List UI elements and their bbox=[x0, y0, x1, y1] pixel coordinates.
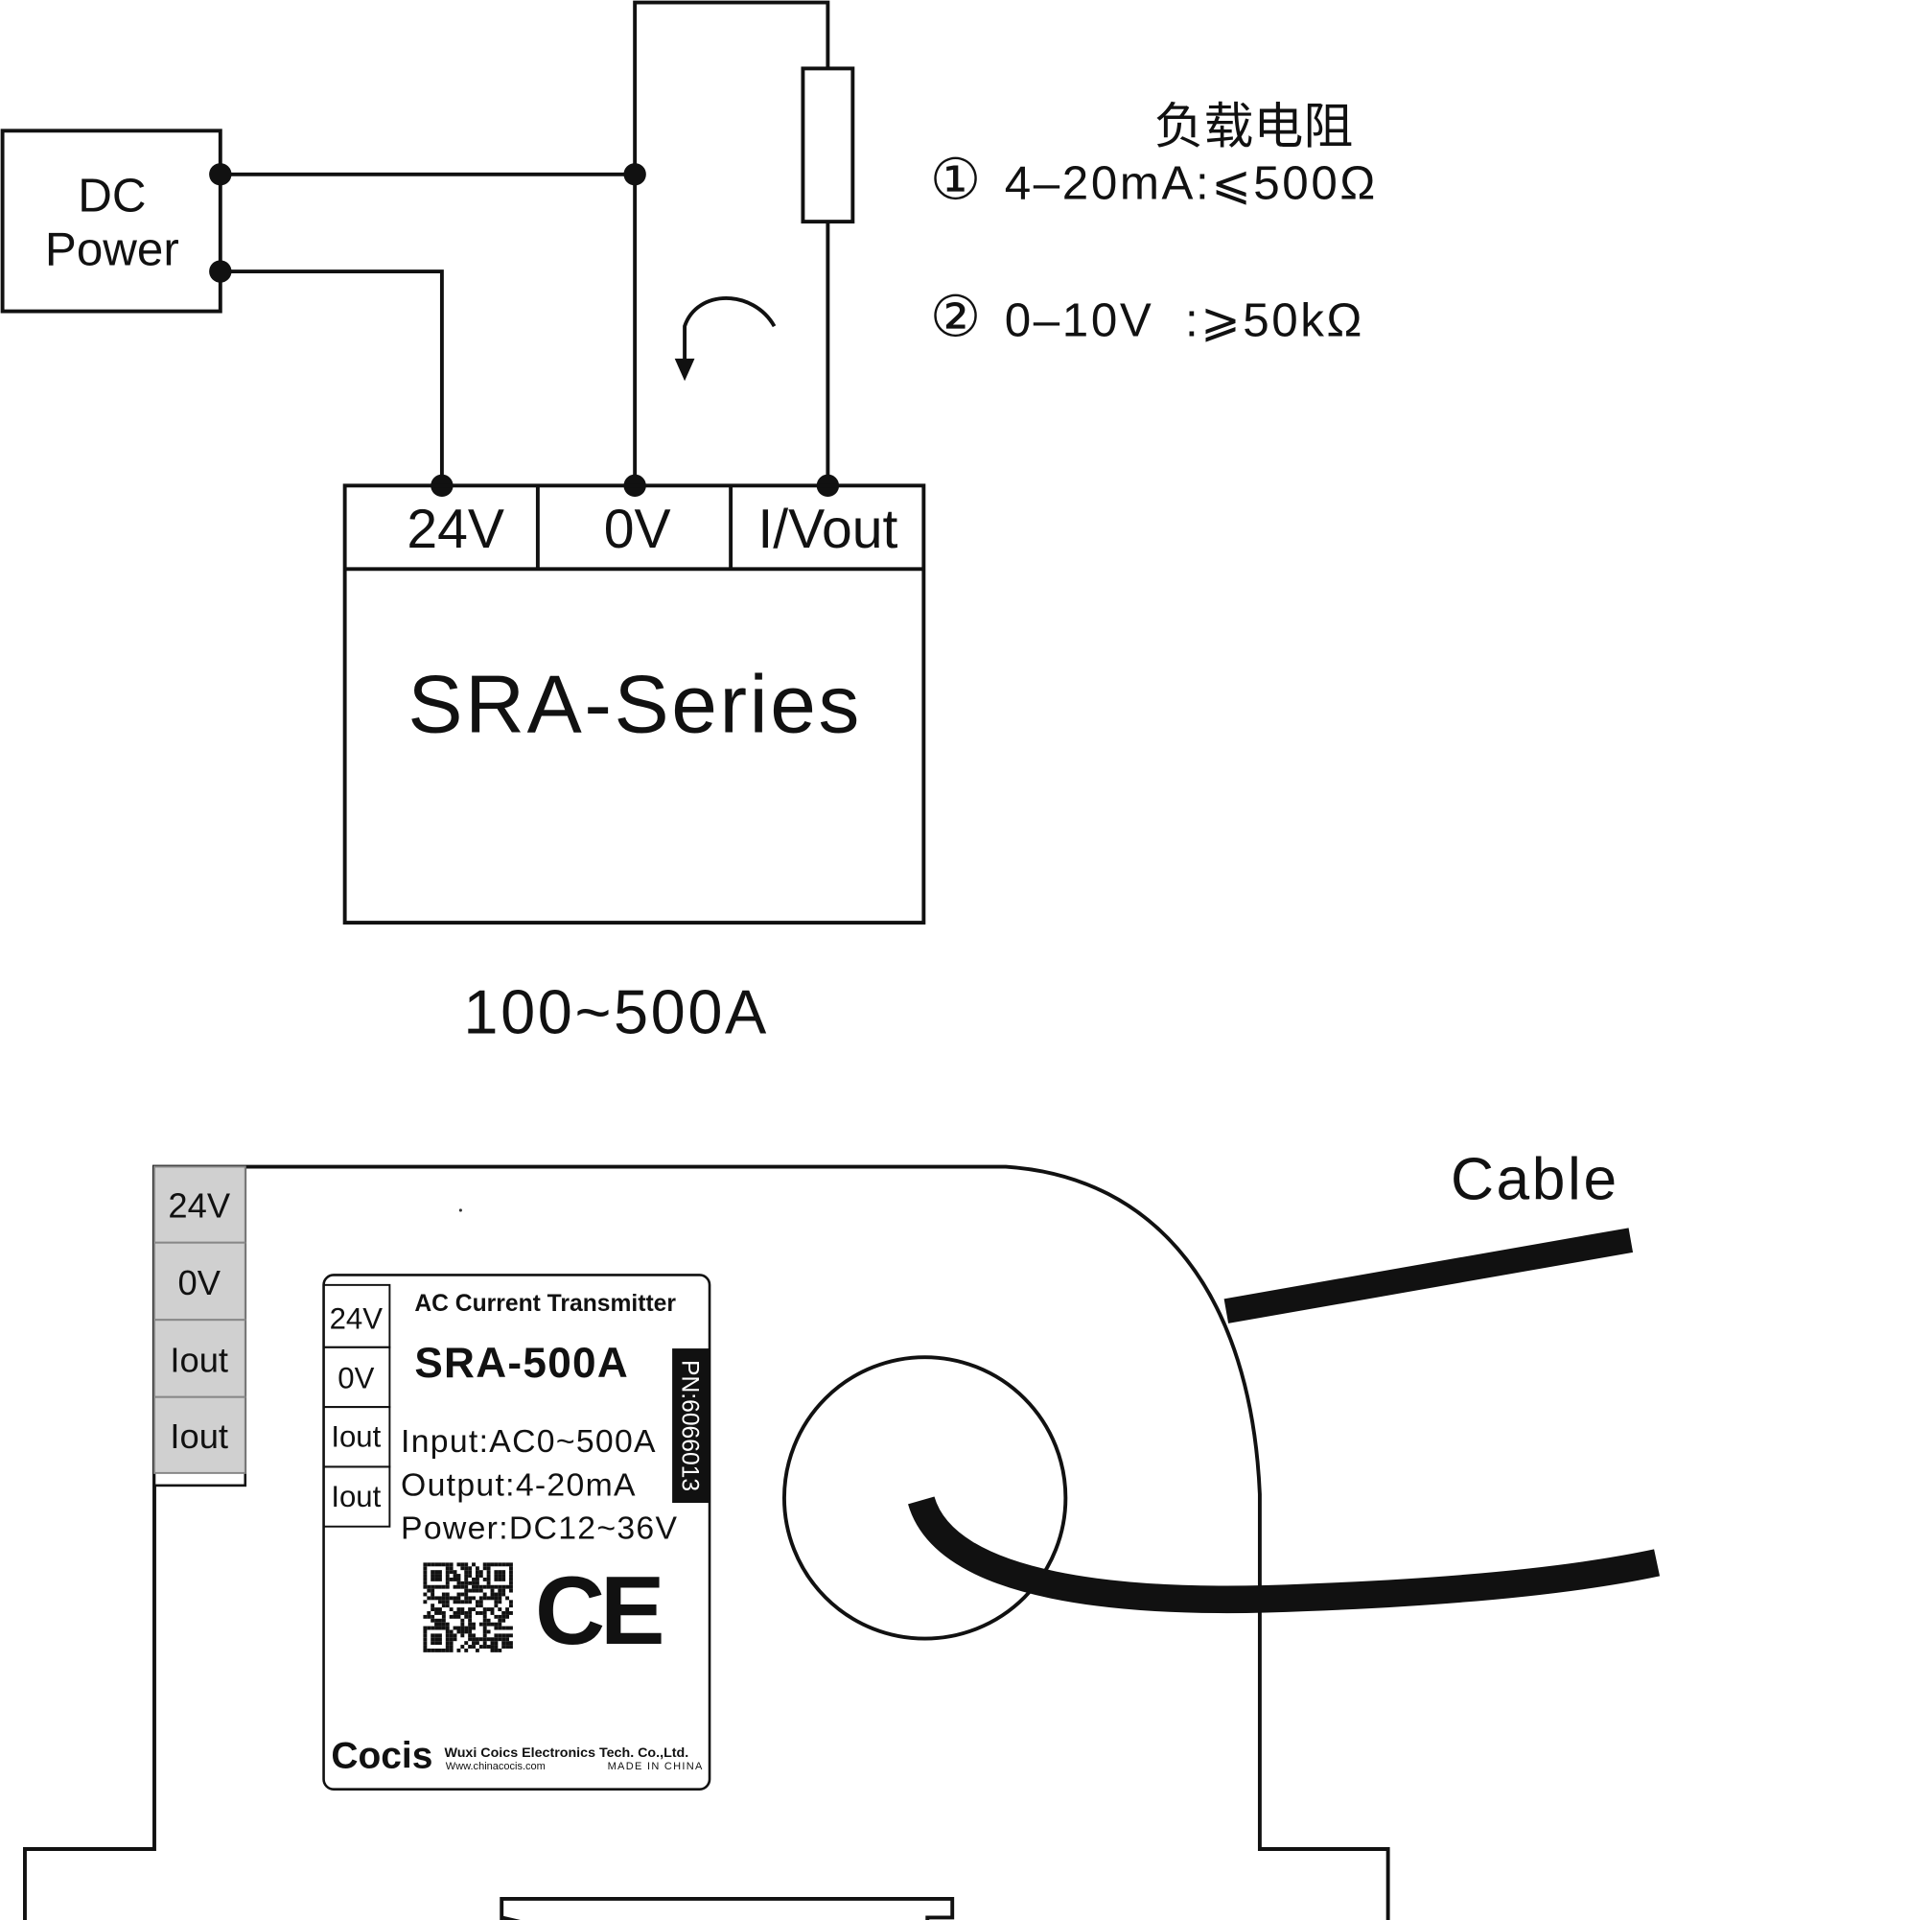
label-spec-input: Input:AC0~500A bbox=[401, 1423, 657, 1460]
note-text-1: 4–20mA:⩽500Ω bbox=[1005, 157, 1378, 210]
label-terminal-24v: 24V bbox=[330, 1301, 384, 1335]
sensor-aperture bbox=[781, 1355, 1068, 1641]
current-range: 100~500A bbox=[463, 977, 769, 1047]
side-terminal-block: 24V 0V Iout Iout bbox=[152, 1165, 247, 1487]
terminal-24v: 24V bbox=[407, 499, 504, 560]
brand-logo: Cocis bbox=[331, 1736, 432, 1777]
company-name: Wuxi Coics Electronics Tech. Co.,Ltd. bbox=[445, 1745, 689, 1761]
power-box-label-1: DC bbox=[78, 170, 146, 222]
label-model: SRA-500A bbox=[414, 1340, 629, 1387]
terminal-ivout: I/Vout bbox=[757, 499, 897, 560]
label-title: AC Current Transmitter bbox=[414, 1291, 676, 1317]
label-terminal-iout-1: Iout bbox=[331, 1420, 381, 1454]
note-text-2: 0–10V :⩾50kΩ bbox=[1005, 294, 1364, 347]
qr-code-icon bbox=[423, 1562, 513, 1652]
terminal-0v: 0V bbox=[604, 499, 671, 560]
side-terminal-iout-2: Iout bbox=[170, 1417, 228, 1456]
load-resistor bbox=[801, 66, 855, 224]
product-label: 24V 0V Iout Iout AC Current Transmitter … bbox=[322, 1274, 711, 1791]
label-part-number: PN:6066013 bbox=[676, 1360, 702, 1491]
label-terminal-0v: 0V bbox=[338, 1362, 374, 1395]
load-resistance-title: 负载电阻 bbox=[1154, 99, 1354, 154]
made-in-china: MADE IN CHINA bbox=[608, 1761, 704, 1772]
side-terminal-24v: 24V bbox=[168, 1186, 230, 1226]
sra-series-box: 24V 0V I/Vout SRA-Series bbox=[342, 483, 926, 925]
label-spec-power: Power:DC12~36V bbox=[401, 1510, 678, 1547]
cable-label: Cable bbox=[1451, 1146, 1619, 1212]
device-housing-outline bbox=[23, 1164, 1390, 1920]
power-box-label-2: Power bbox=[45, 223, 179, 276]
junction-dots bbox=[209, 163, 840, 498]
device-name: SRA-Series bbox=[407, 658, 862, 750]
dc-power-box: DC Power bbox=[0, 129, 222, 314]
label-terminal-iout-2: Iout bbox=[331, 1480, 381, 1513]
note-marker-2: ② bbox=[930, 285, 982, 349]
current-direction-arrow-icon bbox=[674, 296, 777, 382]
ce-mark-icon: CE bbox=[535, 1557, 662, 1665]
cable-top bbox=[1223, 1228, 1634, 1323]
wires bbox=[220, 0, 830, 486]
side-terminal-iout-1: Iout bbox=[170, 1341, 228, 1380]
company-website: Www.chinacocis.com bbox=[446, 1761, 546, 1772]
cable-through-aperture bbox=[908, 1495, 1661, 1614]
side-terminal-0v: 0V bbox=[177, 1263, 221, 1302]
note-marker-1: ① bbox=[930, 148, 982, 212]
label-spec-output: Output:4-20mA bbox=[401, 1466, 637, 1503]
